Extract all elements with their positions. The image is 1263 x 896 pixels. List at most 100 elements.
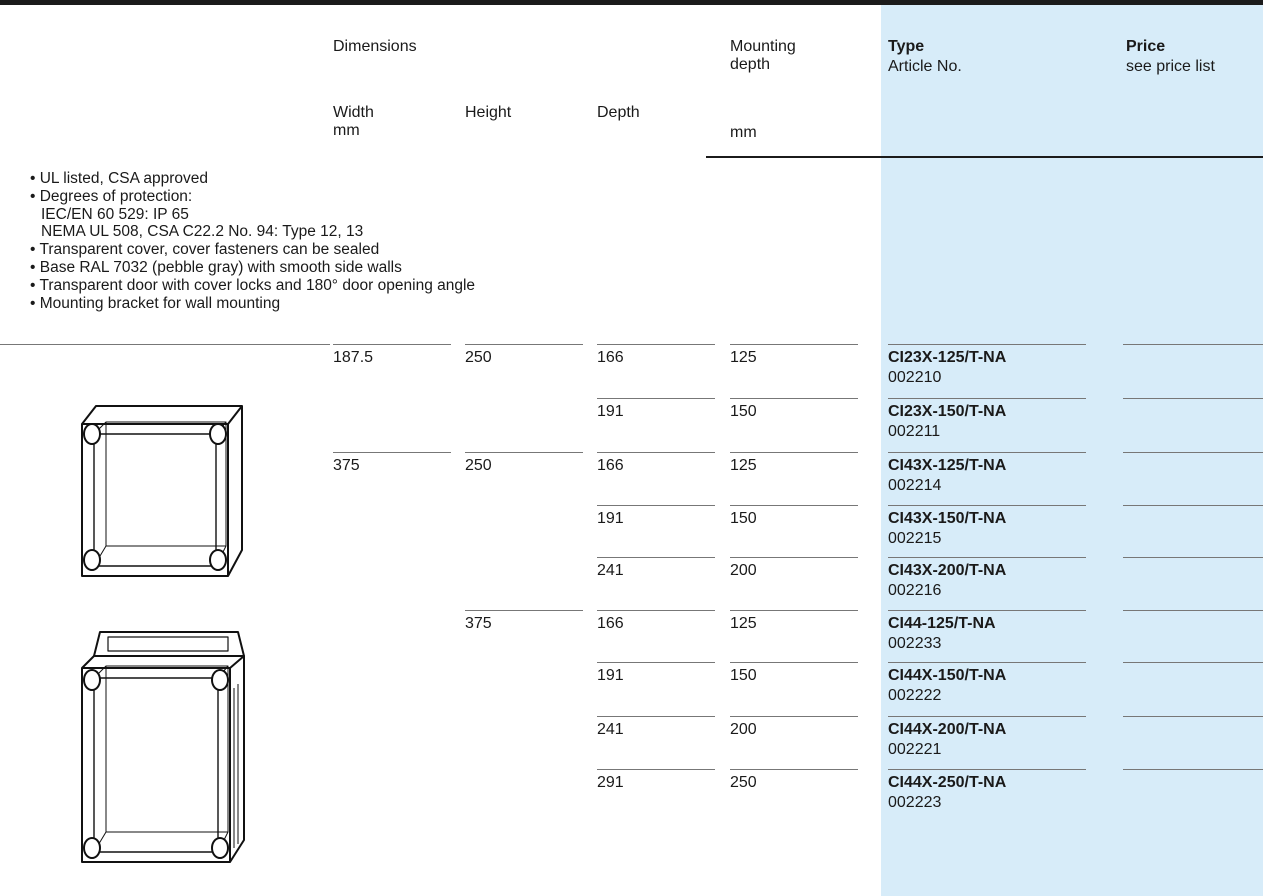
row-rule (0, 344, 330, 345)
row-rule (888, 505, 1086, 506)
feature-item: NEMA UL 508, CSA C22.2 No. 94: Type 12, … (41, 223, 364, 241)
cell-article-no: 002216 (888, 582, 942, 599)
cell-article-no: 002214 (888, 477, 942, 494)
row-rule (1123, 398, 1263, 399)
feature-item: • Base RAL 7032 (pebble gray) with smoot… (30, 258, 402, 276)
cell-mounting-depth: 200 (730, 721, 757, 738)
row-rule (888, 344, 1086, 345)
cell-depth: 191 (597, 403, 624, 420)
row-rule (1123, 505, 1263, 506)
feature-item: • Transparent door with cover locks and … (30, 276, 476, 294)
row-rule (597, 505, 715, 506)
cell-height: 375 (465, 615, 492, 632)
feature-item: • Mounting bracket for wall mounting (30, 294, 281, 312)
row-rule (730, 769, 858, 770)
header-rule (706, 156, 1263, 158)
feature-item: • Degrees of protection: (30, 187, 193, 205)
header-mounting-depth-line1: Mounting (730, 38, 796, 55)
row-rule (333, 452, 451, 453)
header-mounting-depth-line2: depth (730, 56, 771, 73)
header-height: Height (465, 104, 512, 121)
row-rule (888, 716, 1086, 717)
header-dimensions: Dimensions (333, 38, 417, 55)
header-width-unit: mm (333, 122, 360, 139)
row-rule (597, 452, 715, 453)
cell-mounting-depth: 125 (730, 349, 757, 366)
header-width: Width (333, 104, 374, 121)
header-mounting-depth-unit: mm (730, 124, 757, 141)
row-rule (1123, 610, 1263, 611)
row-rule (730, 716, 858, 717)
cell-mounting-depth: 150 (730, 667, 757, 684)
cell-depth: 166 (597, 615, 624, 632)
cell-depth: 191 (597, 510, 624, 527)
cell-type: CI44X-150/T-NA (888, 667, 1007, 684)
row-rule (730, 344, 858, 345)
cell-type: CI44X-200/T-NA (888, 721, 1007, 738)
cell-type: CI23X-150/T-NA (888, 403, 1007, 420)
row-rule (888, 610, 1086, 611)
cell-height: 250 (465, 349, 492, 366)
row-rule (730, 398, 858, 399)
cell-article-no: 002210 (888, 369, 942, 386)
cell-article-no: 002215 (888, 530, 942, 547)
header-type: Type (888, 38, 925, 55)
row-rule (1123, 662, 1263, 663)
cell-mounting-depth: 150 (730, 403, 757, 420)
row-rule (465, 344, 583, 345)
cell-mounting-depth: 250 (730, 774, 757, 791)
row-rule (730, 452, 858, 453)
row-rule (597, 769, 715, 770)
cell-type: CI43X-150/T-NA (888, 510, 1007, 527)
row-rule (1123, 557, 1263, 558)
enclosure-small-icon (81, 405, 243, 577)
cell-article-no: 002211 (888, 423, 941, 440)
row-rule (597, 398, 715, 399)
row-rule (597, 716, 715, 717)
row-rule (333, 344, 451, 345)
feature-item: • UL listed, CSA approved (30, 170, 209, 187)
cell-mounting-depth: 125 (730, 457, 757, 474)
row-rule (730, 662, 858, 663)
row-rule (465, 610, 583, 611)
row-rule (1123, 769, 1263, 770)
cell-depth: 166 (597, 349, 624, 366)
row-rule (888, 398, 1086, 399)
feature-item: • Transparent cover, cover fasteners can… (30, 241, 380, 259)
cell-depth: 166 (597, 457, 624, 474)
row-rule (597, 557, 715, 558)
feature-item: IEC/EN 60 529: IP 65 (41, 205, 189, 223)
row-rule (888, 452, 1086, 453)
cell-mounting-depth: 200 (730, 562, 757, 579)
cell-width: 187.5 (333, 349, 374, 366)
cell-article-no: 002221 (888, 741, 942, 758)
cell-mounting-depth: 150 (730, 510, 757, 527)
row-rule (1123, 344, 1263, 345)
cell-type: CI44X-250/T-NA (888, 774, 1007, 791)
cell-article-no: 002223 (888, 794, 942, 811)
row-rule (465, 452, 583, 453)
cell-type: CI43X-200/T-NA (888, 562, 1007, 579)
feature-list: • UL listed, CSA approved • Degrees of p… (30, 170, 475, 312)
header-article-no: Article No. (888, 58, 962, 75)
header-price: Price (1126, 38, 1166, 55)
cell-width: 375 (333, 457, 360, 474)
cell-height: 250 (465, 457, 492, 474)
header-depth: Depth (597, 104, 640, 121)
row-rule (730, 610, 858, 611)
cell-depth: 191 (597, 667, 624, 684)
cell-depth: 241 (597, 562, 624, 579)
row-rule (730, 505, 858, 506)
row-rule (730, 557, 858, 558)
cell-article-no: 002222 (888, 687, 942, 704)
row-rule (597, 344, 715, 345)
cell-depth: 241 (597, 721, 624, 738)
top-rule (0, 0, 1263, 5)
type-price-column-background (881, 5, 1263, 896)
row-rule (888, 662, 1086, 663)
row-rule (597, 610, 715, 611)
row-rule (888, 769, 1086, 770)
cell-depth: 291 (597, 774, 624, 791)
cell-mounting-depth: 125 (730, 615, 757, 632)
enclosure-large-icon (81, 631, 245, 863)
